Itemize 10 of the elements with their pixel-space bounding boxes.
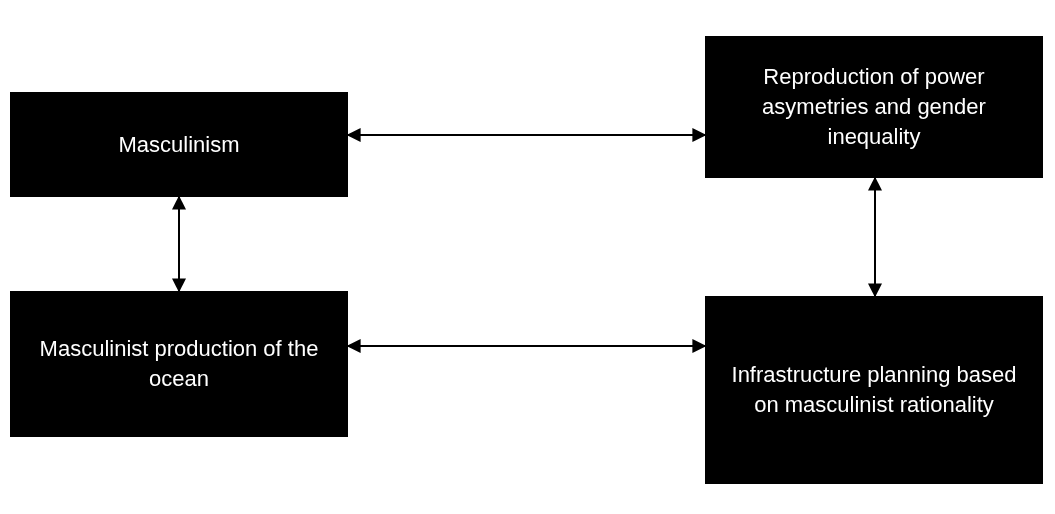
box-label: Reproduction of power asymetries and gender inequality: [761, 63, 987, 151]
process-box: [10, 291, 348, 437]
process-box: [10, 92, 348, 197]
box-label: Infrastructure planning based on masculinist rationality: [730, 361, 1018, 419]
double-arrow: [868, 176, 882, 298]
process-box: [705, 296, 1043, 484]
process-box: [705, 36, 1043, 178]
double-arrow: [172, 195, 186, 293]
box-label: Masculinist production of the ocean: [38, 335, 320, 393]
box-label: Masculinism: [118, 130, 240, 159]
